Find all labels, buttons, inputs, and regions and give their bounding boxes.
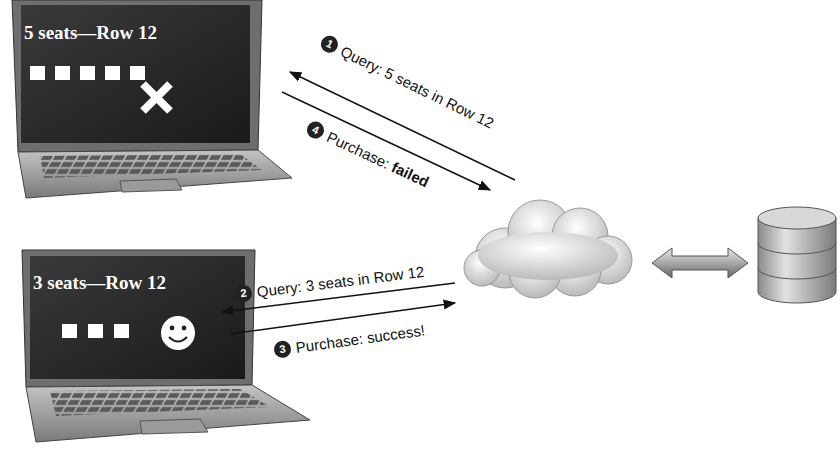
laptop-top [12,0,292,198]
cloud-fill [478,232,618,280]
callout-number: 1 [318,32,341,55]
callout-number: 4 [304,118,327,141]
callout-number: 3 [273,339,292,358]
message-label: Purchase: success! [295,321,426,355]
laptop-screen: 5 seats—Row 12 [24,22,246,56]
arrow-label: 1Query: 5 seats in Row 12 [318,31,498,132]
database [758,207,836,303]
message-label: Query: 5 seats in Row 12 [338,42,497,131]
laptop-screen: 3 seats—Row 12 [33,272,241,306]
message-label: Query: 3 seats in Row 12 [256,262,425,299]
screen-caption: 3 seats—Row 12 [33,272,241,294]
screen-caption: 5 seats—Row 12 [24,22,246,44]
message-label: failed [389,158,432,190]
laptop-bottom [22,250,310,442]
arrow-label: 2Query: 3 seats in Row 12 [234,261,425,304]
message-label: Purchase: [324,128,392,172]
cloud [464,200,632,298]
double-arrow [652,248,748,278]
callout-number: 2 [234,283,253,302]
